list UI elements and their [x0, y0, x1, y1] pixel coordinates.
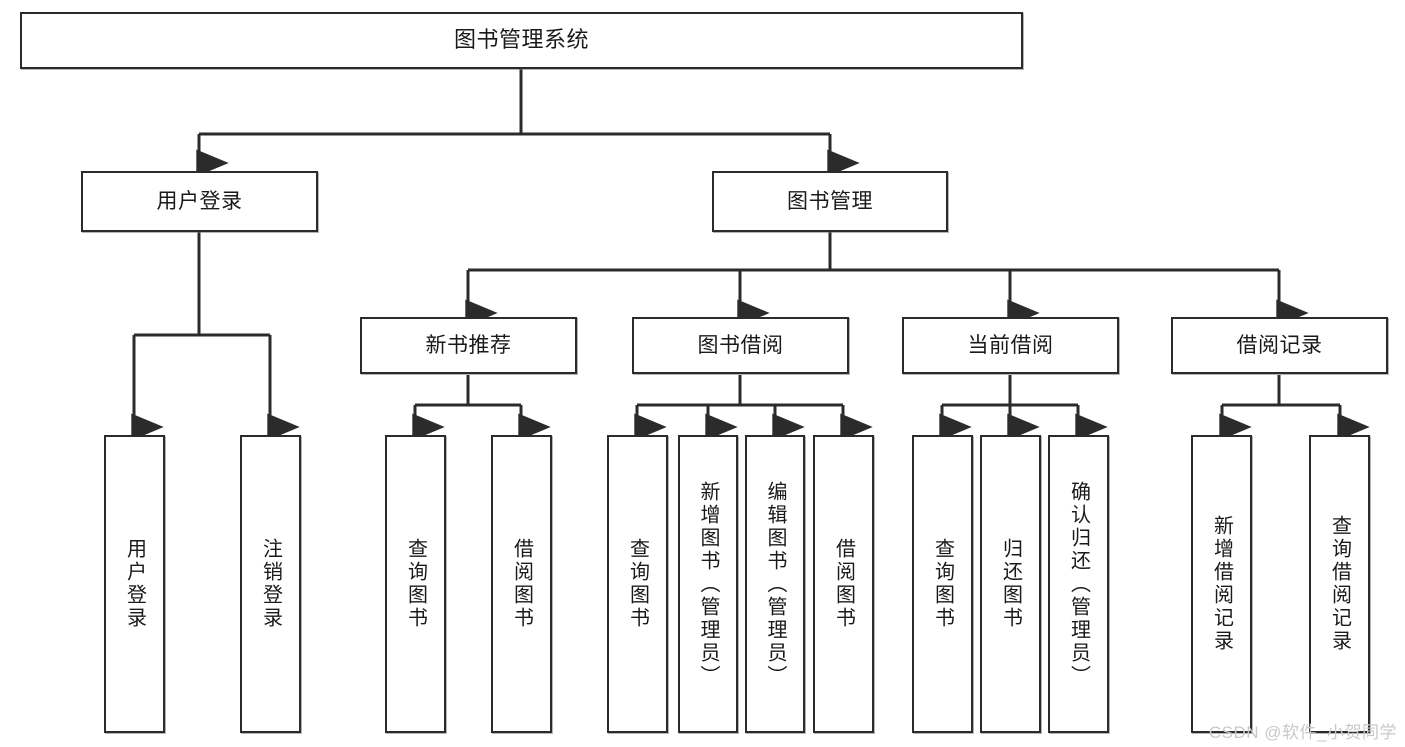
node-borrow-record-label: 借阅记录: [1236, 333, 1323, 357]
node-user-login-label: 用户登录: [156, 189, 243, 213]
node-leaf-borrow-book-2[interactable]: 借阅图书: [813, 435, 874, 733]
node-current-borrow-label: 当前借阅: [967, 333, 1054, 357]
node-leaf-edit-book-admin[interactable]: 编辑图书（管理员）: [745, 435, 805, 733]
node-leaf-user-login-label: 用户登录: [123, 538, 146, 630]
node-new-book-recommend[interactable]: 新书推荐: [360, 317, 577, 374]
node-leaf-confirm-return-admin-label: 确认归还（管理员）: [1067, 480, 1090, 688]
node-leaf-query-book-3-label: 查询图书: [931, 538, 954, 630]
node-leaf-add-book-admin[interactable]: 新增图书（管理员）: [678, 435, 738, 733]
node-leaf-borrow-book-1-label: 借阅图书: [510, 538, 533, 630]
node-leaf-query-borrow-record-label: 查询借阅记录: [1328, 515, 1351, 653]
node-leaf-query-book-2-label: 查询图书: [626, 538, 649, 630]
node-leaf-return-book-label: 归还图书: [999, 538, 1022, 630]
node-book-borrow-label: 图书借阅: [697, 333, 784, 357]
node-leaf-query-borrow-record[interactable]: 查询借阅记录: [1309, 435, 1370, 733]
node-book-manage[interactable]: 图书管理: [712, 171, 948, 232]
node-leaf-query-book-3[interactable]: 查询图书: [912, 435, 973, 733]
node-current-borrow[interactable]: 当前借阅: [902, 317, 1119, 374]
node-leaf-add-borrow-record[interactable]: 新增借阅记录: [1191, 435, 1252, 733]
node-leaf-logout-login-label: 注销登录: [259, 538, 282, 630]
node-new-book-recommend-label: 新书推荐: [425, 333, 512, 357]
node-leaf-borrow-book-1[interactable]: 借阅图书: [491, 435, 552, 733]
node-leaf-user-login[interactable]: 用户登录: [104, 435, 165, 733]
node-book-manage-label: 图书管理: [787, 189, 873, 213]
node-leaf-add-borrow-record-label: 新增借阅记录: [1210, 515, 1233, 653]
node-user-login[interactable]: 用户登录: [81, 171, 318, 232]
node-leaf-logout-login[interactable]: 注销登录: [240, 435, 301, 733]
node-leaf-confirm-return-admin[interactable]: 确认归还（管理员）: [1048, 435, 1109, 733]
node-root[interactable]: 图书管理系统: [20, 12, 1023, 69]
node-leaf-query-book-1[interactable]: 查询图书: [385, 435, 446, 733]
node-leaf-add-book-admin-label: 新增图书（管理员）: [697, 480, 719, 688]
node-leaf-query-book-1-label: 查询图书: [404, 538, 427, 630]
node-leaf-borrow-book-2-label: 借阅图书: [832, 538, 855, 630]
node-leaf-return-book[interactable]: 归还图书: [980, 435, 1041, 733]
node-book-borrow[interactable]: 图书借阅: [632, 317, 849, 374]
node-borrow-record[interactable]: 借阅记录: [1171, 317, 1388, 374]
node-leaf-edit-book-admin-label: 编辑图书（管理员）: [764, 480, 786, 688]
node-leaf-query-book-2[interactable]: 查询图书: [607, 435, 668, 733]
node-root-label: 图书管理系统: [453, 27, 589, 53]
